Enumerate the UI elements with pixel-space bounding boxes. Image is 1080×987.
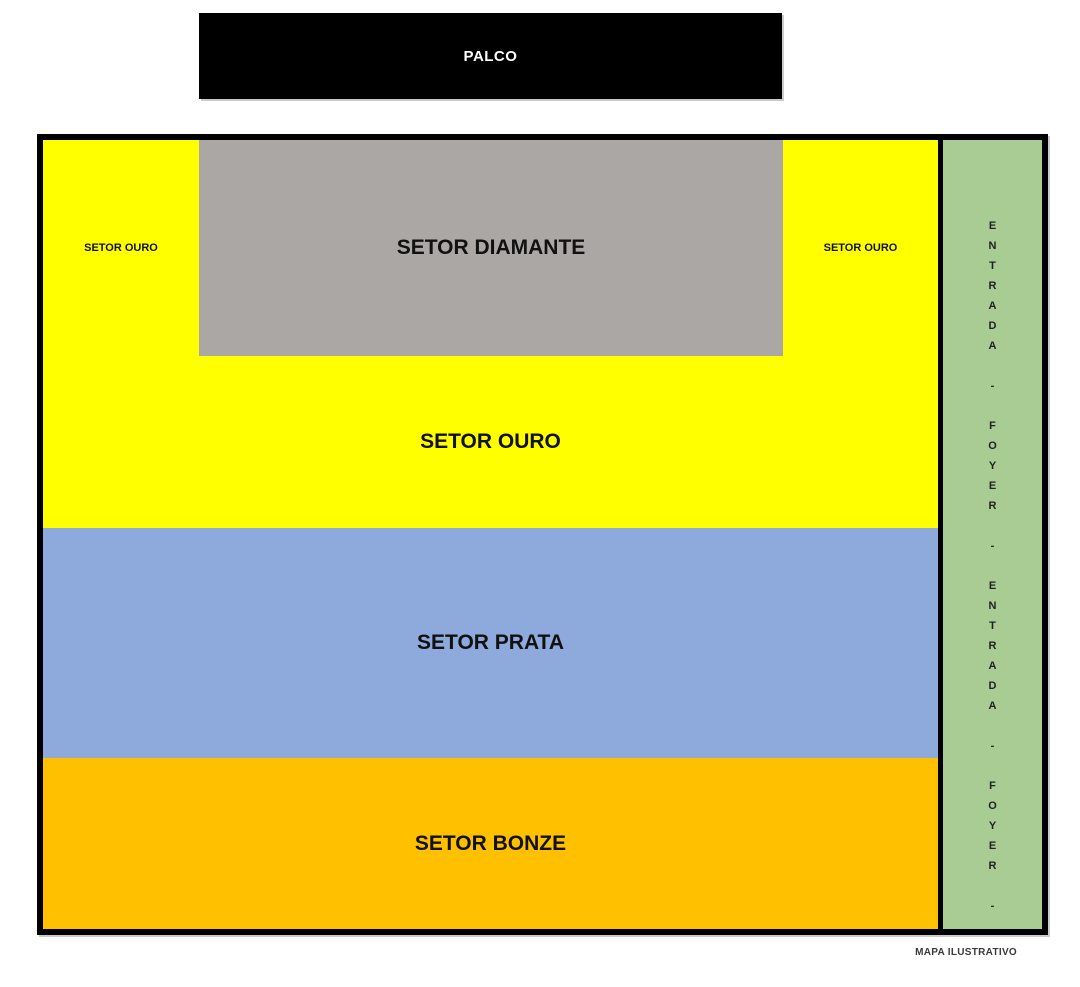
venue-sectors-area: SETOR OURO SETOR DIAMANTE SETOR OURO SET…: [43, 140, 938, 929]
sector-diamante-label: SETOR DIAMANTE: [396, 236, 586, 259]
sector-bonze-label: SETOR BONZE: [414, 831, 567, 855]
sector-prata-label: SETOR PRATA: [416, 631, 564, 654]
sector-ouro-main-label: SETOR OURO: [420, 430, 561, 453]
sector-ouro-main: SETOR OURO: [43, 356, 938, 528]
entrance-foyer-vertical-label: E N T R A D A - F O Y E R - E N T R A D …: [988, 220, 997, 912]
venue-map: SETOR OURO SETOR DIAMANTE SETOR OURO SET…: [37, 134, 1048, 935]
sector-ouro-left-label: SETOR OURO: [84, 242, 158, 254]
sector-ouro-left: SETOR OURO: [43, 140, 199, 356]
entrance-foyer-strip: E N T R A D A - F O Y E R - E N T R A D …: [943, 140, 1042, 929]
stage-label: PALCO: [463, 47, 518, 65]
sector-diamante: SETOR DIAMANTE: [199, 140, 783, 356]
map-disclaimer: MAPA ILUSTRATIVO: [915, 947, 1017, 958]
top-sector-row: SETOR OURO SETOR DIAMANTE SETOR OURO: [43, 140, 938, 356]
sector-ouro-right-label: SETOR OURO: [823, 242, 898, 254]
sector-bonze: SETOR BONZE: [43, 758, 938, 929]
sector-ouro-right: SETOR OURO: [783, 140, 938, 356]
strip-divider: [938, 140, 943, 929]
stage-banner: PALCO: [199, 13, 782, 99]
sector-prata: SETOR PRATA: [43, 528, 938, 758]
